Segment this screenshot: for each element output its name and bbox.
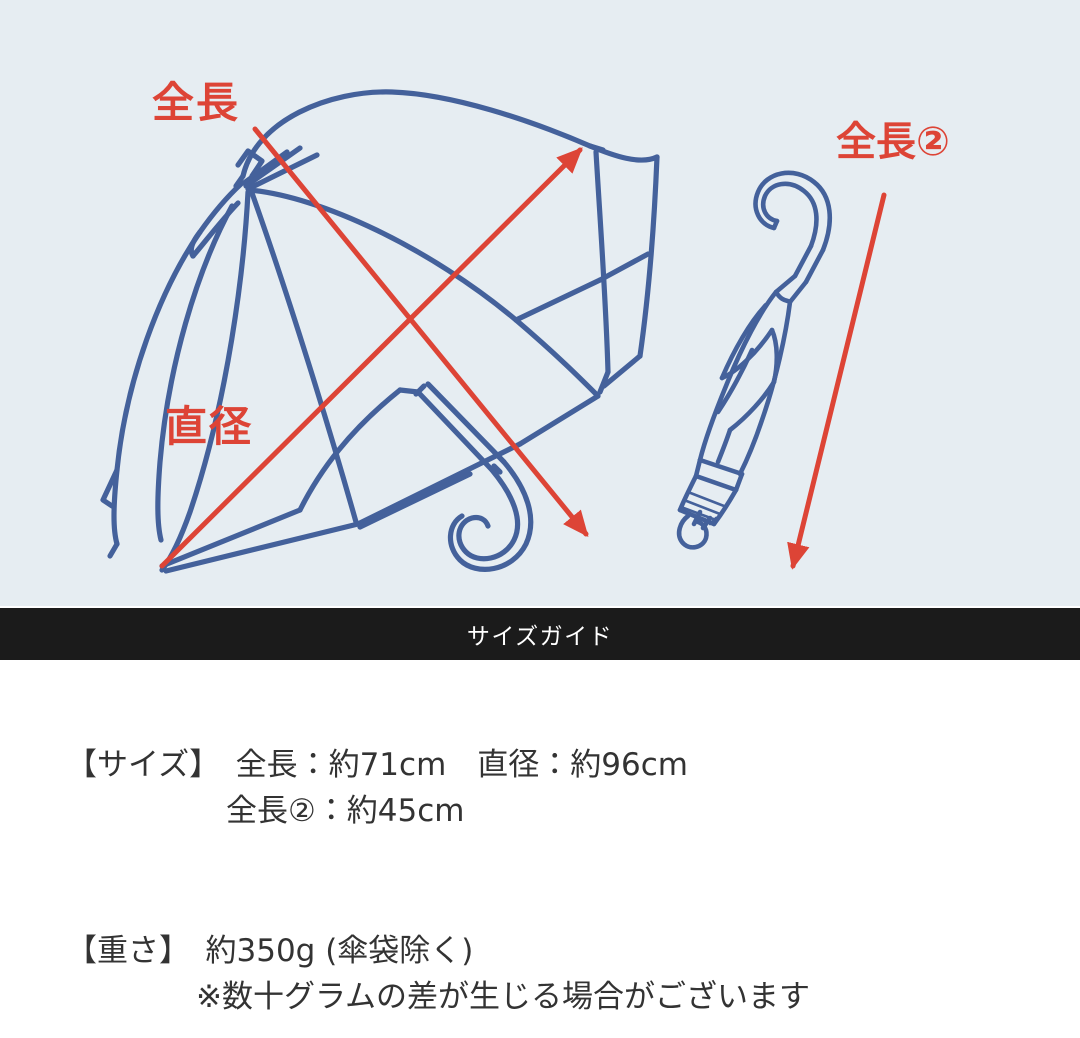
spec-weight-line-2: ※数十グラムの差が生じる場合がございます bbox=[196, 979, 811, 1015]
spec-size-heading: 【サイズ】 bbox=[66, 747, 205, 783]
size-guide-banner: サイズガイド bbox=[0, 608, 1080, 660]
total-length-arrow bbox=[252, 126, 589, 538]
spec-group-weight: 【重さ】 約350g (傘袋除く) ※数十グラムの差が生じる場合がございます bbox=[66, 928, 810, 1020]
spec-size-values: 全長：約71cm 直径：約96cm bbox=[204, 747, 688, 783]
umbrella-diagram bbox=[100, 89, 887, 574]
spec-group-size: 【サイズ】 全長：約71cm 直径：約96cm 全長②：約45cm bbox=[66, 742, 688, 834]
banner-title: サイズガイド bbox=[466, 624, 614, 650]
spec-size-line-1: 【サイズ】 全長：約71cm 直径：約96cm bbox=[66, 742, 688, 788]
label-total-length: 全長 bbox=[152, 78, 241, 127]
spec-weight-values: 約350g (傘袋除く) bbox=[174, 933, 474, 969]
spec-size-line-2: 全長②：約45cm bbox=[226, 793, 465, 829]
illustration-panel: 全長 直径 全長② bbox=[0, 0, 1080, 606]
total-length-2-arrow bbox=[787, 192, 887, 570]
specifications-section: 【サイズ】 全長：約71cm 直径：約96cm 全長②：約45cm 【重さ】 約… bbox=[0, 660, 1080, 1038]
closed-umbrella-illustration bbox=[676, 170, 832, 550]
label-diameter: 直径 bbox=[165, 402, 254, 451]
open-umbrella-illustration bbox=[100, 89, 660, 574]
spec-weight-heading: 【重さ】 bbox=[66, 933, 175, 969]
spec-weight-line-1: 【重さ】 約350g (傘袋除く) bbox=[66, 928, 810, 974]
diameter-arrow bbox=[159, 147, 583, 569]
label-total-length-2: 全長② bbox=[836, 119, 950, 165]
